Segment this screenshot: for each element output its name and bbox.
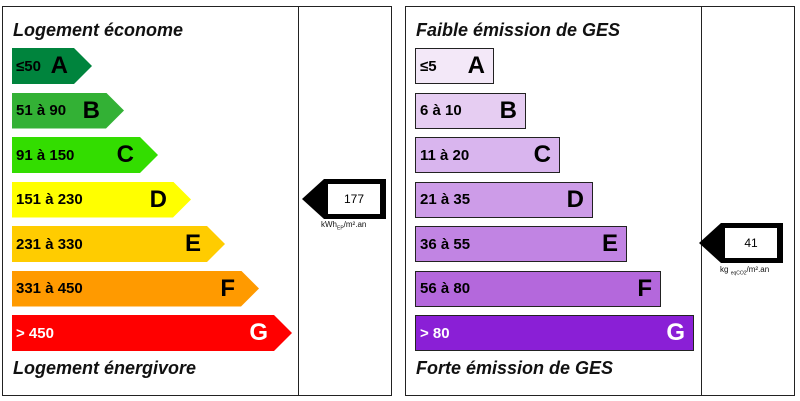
class-letter: B [499,96,517,124]
energy-class-A: ≤50 A [12,48,92,84]
divider [298,7,299,395]
class-letter: A [467,52,485,79]
energy-unit: kWhEP/m².an [321,220,367,232]
class-letter: A [50,52,68,79]
class-letter: C [533,141,551,168]
ges-top-label: Faible émission de GES [416,20,621,40]
energy-value: 177 [328,184,380,214]
class-range: 56 à 80 [420,280,471,297]
ges-bottom-label: Forte émission de GES [416,358,614,378]
class-letter: F [637,274,652,302]
energy-bottom-label: Logement énergivore [13,358,197,378]
class-letter: G [666,319,685,346]
ges-label-panel: Faible émission de GES ≤5 A 6 à 10 B 11 à 20… [405,6,795,396]
class-range: 11 à 20 [420,146,470,164]
energy-class-B: 51 à 90 B [12,93,124,129]
class-range: 331 à 450 [16,280,83,297]
class-range: 36 à 55 [420,235,471,253]
ges-class-B: 6 à 10 B [415,92,526,129]
ges-class-G: > 80 G [415,315,694,351]
class-range: 151 à 230 [16,191,83,208]
class-letter: D [566,185,584,213]
divider [701,7,702,395]
class-range: > 80 [420,324,450,342]
class-range: ≤5 [420,57,437,75]
class-range: > 450 [16,324,54,342]
class-letter: E [184,230,201,257]
class-range: 21 à 35 [420,191,471,208]
ges-class-E: 36 à 55 E [415,226,627,262]
class-range: 51 à 90 [16,102,67,119]
class-letter: F [220,274,235,302]
class-range: 231 à 330 [16,235,83,253]
energy-class-G: > 450 G [12,315,292,351]
class-letter: D [149,185,167,213]
ges-class-C: 11 à 20 C [415,137,560,173]
class-letter: C [116,141,134,168]
ges-value: 41 [725,228,777,258]
ges-class-F: 56 à 80 F [415,270,661,307]
energy-value-indicator: 177 [302,179,386,219]
energy-class-C: 91 à 150 C [12,137,158,173]
ges-value-indicator: 41 [699,223,783,263]
class-letter: E [601,230,618,257]
energy-top-label: Logement économe [13,20,184,40]
energy-label-panel: Logement économe ≤50 A 51 à 90 B 91 à 150 C 15… [2,6,392,396]
class-letter: G [249,319,268,346]
class-letter: B [82,96,100,124]
class-range: 6 à 10 [420,102,462,119]
ges-unit: kg eqCO2/m².an [720,265,770,277]
class-range: 91 à 150 [16,146,75,164]
class-range: ≤50 [16,57,41,75]
energy-class-E: 231 à 330 E [12,226,225,262]
ges-class-D: 21 à 35 D [415,181,593,218]
ges-class-A: ≤5 A [415,48,494,84]
energy-class-D: 151 à 230 D [12,182,191,218]
energy-class-F: 331 à 450 F [12,271,259,307]
